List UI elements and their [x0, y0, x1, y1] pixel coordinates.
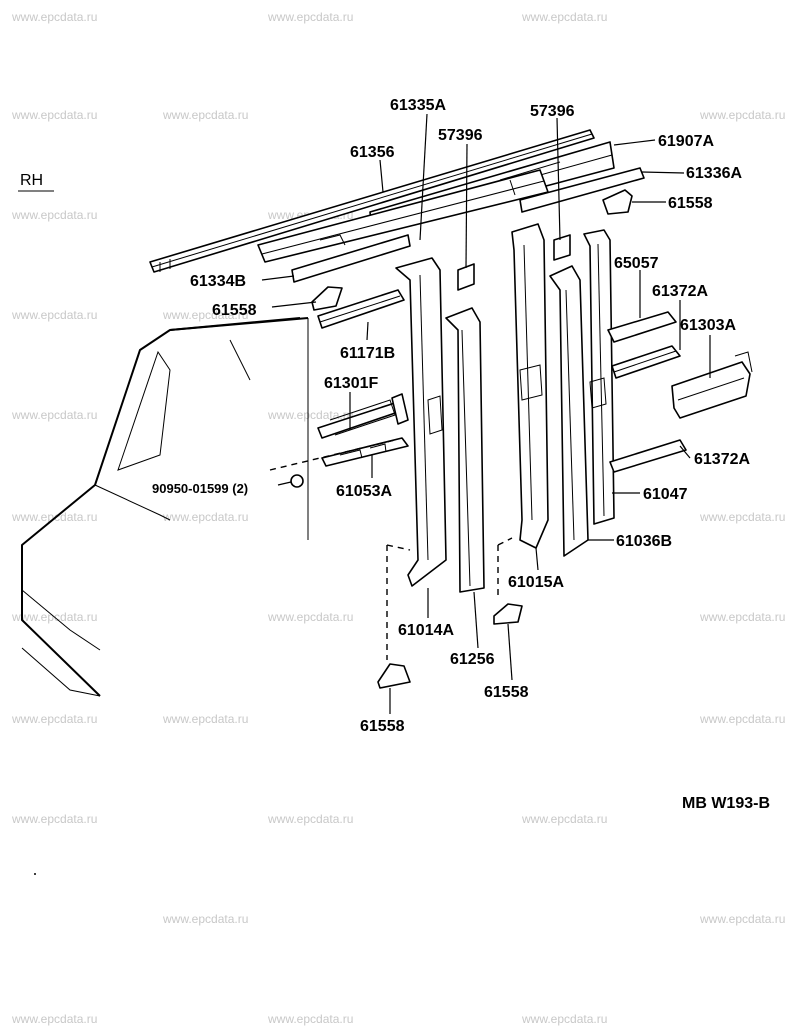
- side-indicator: RH: [18, 172, 54, 192]
- bracket-61303A: [671, 351, 753, 419]
- roof-rail-61334B: [291, 234, 411, 283]
- watermark: www.epcdata.ru: [12, 208, 98, 222]
- callout-61558-left: 61558: [212, 302, 257, 319]
- callout-61256: 61256: [450, 651, 495, 668]
- callout-61336A: 61336A: [686, 165, 742, 182]
- bracket-61558-upper: [602, 189, 633, 215]
- callout-61907A: 61907A: [658, 133, 714, 150]
- watermark: www.epcdata.ru: [522, 1012, 608, 1026]
- callout-57396-right: 57396: [530, 103, 575, 120]
- bracket-61558-left: [311, 286, 343, 311]
- pillar-61015A: [511, 223, 549, 549]
- callout-61301F: 61301F: [324, 375, 378, 392]
- pillar-61047: [583, 229, 615, 525]
- stray-dot: [34, 873, 36, 875]
- watermark: www.epcdata.ru: [268, 1012, 354, 1026]
- callout-90950-01599: 90950-01599 (2): [152, 481, 248, 496]
- guide-line: [497, 537, 513, 546]
- roof-rail-61356: [149, 129, 595, 273]
- callout-61015A: 61015A: [508, 574, 564, 591]
- guide-line: [386, 544, 411, 551]
- callout-61014A: 61014A: [398, 622, 454, 639]
- watermark: www.epcdata.ru: [163, 510, 249, 524]
- plate-57396-left: [457, 263, 475, 291]
- watermark: www.epcdata.ru: [268, 10, 354, 24]
- pillar-61036B: [549, 265, 589, 557]
- callout-65057: 65057: [614, 255, 659, 272]
- callout-61335A: 61335A: [390, 97, 446, 114]
- watermark: www.epcdata.ru: [700, 510, 786, 524]
- callout-57396-left: 57396: [438, 127, 483, 144]
- leader-lines: [261, 113, 711, 714]
- callout-61372A-upper: 61372A: [652, 283, 708, 300]
- reinforcement-65057: [607, 311, 677, 343]
- callout-61047: 61047: [643, 486, 688, 503]
- watermark: www.epcdata.ru: [163, 712, 249, 726]
- callout-61303A: 61303A: [680, 317, 736, 334]
- callout-61558-center: 61558: [484, 684, 529, 701]
- callout-61372A-lower: 61372A: [694, 451, 750, 468]
- callout-61356: 61356: [350, 144, 395, 161]
- reinforcement-61171B: [317, 289, 405, 329]
- watermark: www.epcdata.ru: [12, 308, 98, 322]
- watermark: www.epcdata.ru: [12, 1012, 98, 1026]
- watermark: www.epcdata.ru: [12, 712, 98, 726]
- callout-61171B: 61171B: [340, 345, 395, 362]
- bracket-61558-bottom: [377, 663, 411, 689]
- plate-57396-right: [553, 234, 571, 261]
- pillar-61014A: [395, 257, 447, 587]
- watermark: www.epcdata.ru: [700, 712, 786, 726]
- watermark: www.epcdata.ru: [522, 10, 608, 24]
- watermark: www.epcdata.ru: [268, 812, 354, 826]
- bracket-61301F: [317, 393, 409, 439]
- watermark: www.epcdata.ru: [268, 610, 354, 624]
- callout-61558-upper: 61558: [668, 195, 713, 212]
- watermark: www.epcdata.ru: [12, 408, 98, 422]
- callout-61558-bottom: 61558: [360, 718, 405, 735]
- watermark: www.epcdata.ru: [700, 108, 786, 122]
- pillar-61256: [445, 307, 485, 593]
- callout-61036B: 61036B: [616, 533, 672, 550]
- watermark: www.epcdata.ru: [163, 912, 249, 926]
- watermark: www.epcdata.ru: [12, 812, 98, 826]
- watermark: www.epcdata.ru: [12, 10, 98, 24]
- reinforcement-61372A-upper: [611, 345, 681, 379]
- callout-labels: 61335A 57396 57396 61356 61907A 61336A 6…: [152, 97, 750, 735]
- roof-rail-61336A: [519, 167, 645, 213]
- vehicle-body-outline: [21, 317, 309, 697]
- bracket-61053A: [321, 437, 409, 467]
- watermark: www.epcdata.ru: [12, 108, 98, 122]
- watermark: www.epcdata.ru: [163, 308, 249, 322]
- grommet-90950: [290, 474, 304, 488]
- callout-61334B: 61334B: [190, 273, 246, 290]
- watermark: www.epcdata.ru: [163, 108, 249, 122]
- diagram-code: MB W193-B: [682, 795, 770, 812]
- watermark: www.epcdata.ru: [700, 610, 786, 624]
- side-label: RH: [20, 172, 43, 189]
- callout-61053A: 61053A: [336, 483, 392, 500]
- bracket-61558-center: [493, 603, 523, 625]
- watermark: www.epcdata.ru: [700, 912, 786, 926]
- watermark: www.epcdata.ru: [268, 408, 354, 422]
- reinforcement-61372A-lower: [609, 439, 687, 473]
- watermark: www.epcdata.ru: [522, 812, 608, 826]
